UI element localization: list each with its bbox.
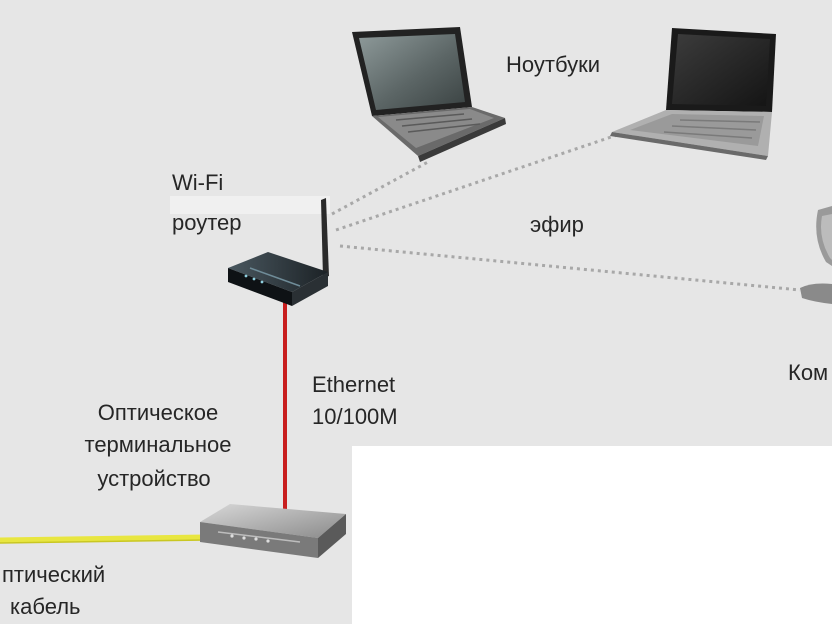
computer-label: Ком <box>788 360 829 385</box>
fiber-cable <box>0 534 207 544</box>
ont-label-line-1: Оптическое <box>97 400 219 425</box>
wireless-link-computer <box>339 244 801 292</box>
laptop-open-icon <box>610 28 776 160</box>
ont-label-line-3: устройство <box>97 466 211 491</box>
fiber-label-line-1: птический <box>2 562 106 587</box>
fiber-label-line-2: кабель <box>10 594 81 619</box>
ont-label-line-2: терминальное <box>84 432 232 457</box>
blank-area <box>352 446 832 624</box>
wireless-link-laptop-2 <box>335 132 621 232</box>
wifi-router-icon <box>228 198 329 306</box>
ethernet-speed-label: 10/100M <box>312 404 398 429</box>
highlight-streak <box>170 196 330 214</box>
laptops-label: Ноутбуки <box>506 52 600 77</box>
desktop-computer-icon <box>800 206 832 304</box>
ethernet-label: Ethernet <box>312 372 396 397</box>
air-label: эфир <box>530 212 584 237</box>
laptop-open-icon <box>352 27 506 162</box>
optical-terminal-icon <box>200 504 346 558</box>
wireless-links <box>331 132 801 292</box>
wireless-link-laptop-1 <box>331 160 429 216</box>
wifi-label: Wi-Fi <box>172 170 224 195</box>
router-label: роутер <box>172 210 242 235</box>
